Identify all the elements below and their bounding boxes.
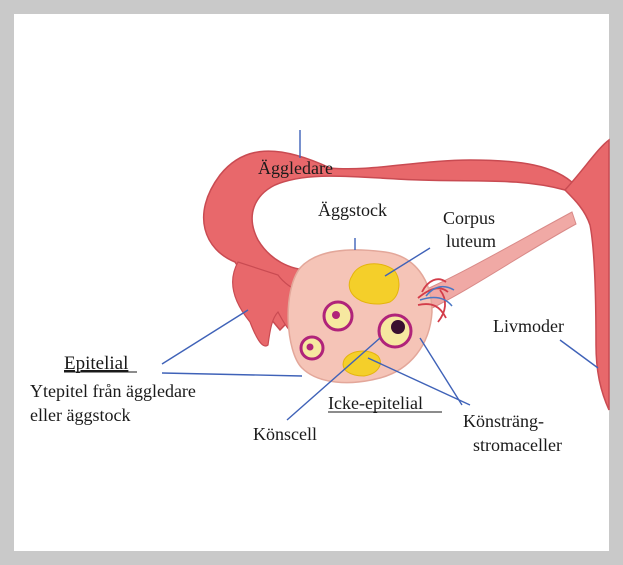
label-germ-cell: Könscell <box>253 424 317 444</box>
label-epithelial-title: Epitelial <box>64 353 128 374</box>
corpus-luteum <box>349 264 399 304</box>
label-uterus: Livmoder <box>493 316 564 336</box>
label-fallopian-tube: Äggledare <box>258 158 333 178</box>
label-non-epithelial-title: Icke-epitelial <box>328 393 423 413</box>
label-corpus-luteum-1: Corpus <box>443 208 495 228</box>
label-ovary: Äggstock <box>318 200 387 220</box>
label-stromal-1: Könsträng- <box>463 411 544 431</box>
label-stromal-2: stromaceller <box>473 435 562 455</box>
label-epithelial-desc-2: eller äggstock <box>30 405 130 425</box>
label-epithelial-desc-1: Ytepitel från äggledare <box>30 381 196 401</box>
follicle-1 <box>324 302 352 330</box>
follicle-2 <box>301 337 323 359</box>
label-corpus-luteum-2: luteum <box>446 231 496 251</box>
follicle-3 <box>379 315 411 347</box>
